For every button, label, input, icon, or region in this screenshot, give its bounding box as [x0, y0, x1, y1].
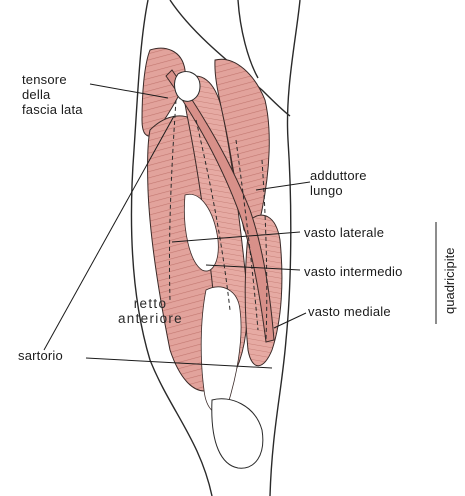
- label-tensore-line1: tensore: [22, 72, 67, 87]
- label-tensore-line2: della: [22, 87, 51, 102]
- leader-lines: [43, 83, 437, 369]
- hip-bone: [174, 71, 201, 102]
- label-tensore-line3: fascia lata: [22, 102, 83, 117]
- label-quadricipite: quadricipite: [442, 247, 457, 315]
- dashed-boundaries: [168, 99, 268, 341]
- label-retto-line1: retto: [133, 296, 168, 311]
- label-tensore-della-fascia-lata: tensore della fascia lata: [22, 72, 83, 117]
- label-adduttore-line2: lungo: [310, 183, 343, 198]
- vastus-intermedius-area: [184, 193, 219, 272]
- label-adduttore-line1: adduttore: [310, 168, 367, 183]
- label-vasto-mediale: vasto mediale: [308, 304, 391, 319]
- label-adduttore-lungo: adduttore lungo: [310, 168, 367, 198]
- patella-tendon: [200, 286, 242, 415]
- label-vasto-laterale: vasto laterale: [304, 225, 385, 240]
- label-retto-anteriore: retto anteriore: [118, 296, 183, 326]
- knee-shape: [211, 398, 264, 469]
- sartorius-muscle: [165, 69, 275, 343]
- label-retto-line2: anteriore: [118, 311, 183, 326]
- label-vasto-intermedio: vasto intermedio: [304, 264, 403, 279]
- label-sartorio: sartorio: [18, 348, 63, 363]
